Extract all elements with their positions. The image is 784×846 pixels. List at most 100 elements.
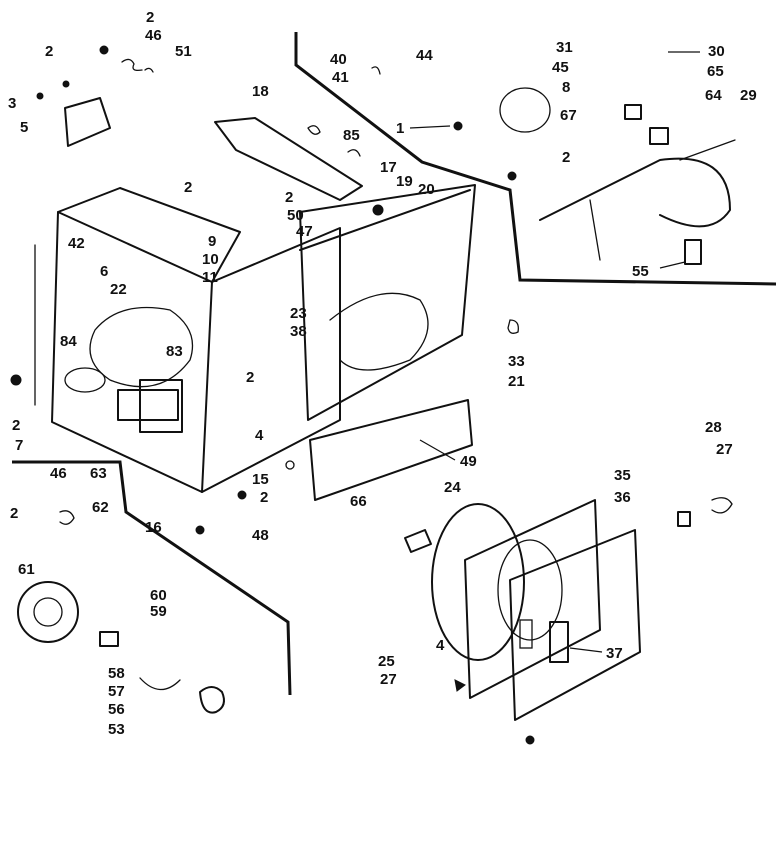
- callout-label: 62: [92, 499, 109, 516]
- callout-label: 85: [343, 127, 360, 144]
- callout-label: 36: [614, 489, 631, 506]
- callout-label: 35: [614, 467, 631, 484]
- callout-label: 17: [380, 159, 397, 176]
- hinge-part-28: [677, 511, 691, 527]
- leader-line-49: [419, 439, 456, 461]
- blower-wheel: [64, 367, 106, 393]
- screw-part-27: [525, 735, 535, 745]
- misc-small-parts: [10, 66, 384, 535]
- hinge-group-right: [677, 497, 733, 527]
- timer-knob-inner: [33, 597, 63, 627]
- screw-part-16: [195, 525, 205, 535]
- screw-part-1: [453, 121, 463, 131]
- callout-label: 38: [290, 323, 307, 340]
- callout-label: 58: [108, 665, 125, 682]
- connector-part-67: [624, 104, 642, 120]
- callouts: 2 46 51 2 3 5 40 41 44 31 45 30 65 8 64 …: [8, 9, 757, 738]
- cabinet-side-edge: [201, 227, 341, 493]
- front-panel: [299, 184, 476, 421]
- callout-label: 4: [255, 427, 264, 444]
- door-window: [497, 539, 563, 641]
- clip-part-17: [347, 149, 361, 157]
- callout-label: 21: [508, 373, 525, 390]
- cabinet-top-lid: [214, 117, 363, 201]
- washer-part-15: [285, 460, 295, 470]
- cabinet-group: [34, 117, 363, 493]
- screw-part-2c: [507, 171, 517, 181]
- door-inner-panel-part-35: [464, 499, 601, 699]
- callout-label: 44: [416, 47, 433, 64]
- callout-label: 42: [68, 235, 85, 252]
- front-panel-group: [299, 184, 519, 501]
- cabinet-top-edge: [57, 187, 241, 283]
- door-strike: [519, 619, 533, 649]
- callout-label: 46: [145, 27, 162, 44]
- callout-label: 28: [705, 419, 722, 436]
- callout-label: 2: [184, 179, 192, 196]
- callout-label: 46: [50, 465, 67, 482]
- callout-label: 33: [508, 353, 525, 370]
- leader-lines: [409, 51, 700, 653]
- front-panel-top-strip: [299, 189, 471, 251]
- wire-branch-1: [589, 199, 601, 261]
- hinge-part-4: [454, 679, 466, 692]
- callout-label: 2: [562, 149, 570, 166]
- callout-label: 84: [60, 333, 77, 350]
- callout-label: 50: [287, 207, 304, 224]
- callout-label: 60: [150, 587, 167, 604]
- section-border-top: [294, 32, 777, 286]
- terminal-block-part-64: [649, 127, 669, 145]
- motor-block: [117, 389, 179, 421]
- callout-label: 30: [708, 43, 725, 60]
- door-handle-part-37: [549, 621, 569, 663]
- door-outer-panel-part-36: [509, 529, 641, 721]
- screw-part-2: [99, 45, 109, 55]
- callout-label: 5: [20, 119, 28, 136]
- wire-branch-2: [679, 139, 736, 161]
- bracket-part-5: [64, 97, 111, 147]
- callout-label: 37: [606, 645, 623, 662]
- callout-label: 41: [332, 69, 349, 86]
- callout-label: 2: [246, 369, 254, 386]
- switch-part-55: [684, 239, 702, 265]
- callout-label: 48: [252, 527, 269, 544]
- callout-label: 4: [436, 637, 445, 654]
- callout-label: 59: [150, 603, 167, 620]
- motor-housing: [139, 379, 183, 433]
- callout-label: 8: [562, 79, 570, 96]
- screw-part-3: [36, 92, 44, 100]
- wire-harness-main: [539, 157, 731, 228]
- control-knob-part-53: [199, 686, 225, 714]
- callout-label: 55: [632, 263, 649, 280]
- door-gasket-part-25: [431, 503, 525, 661]
- callout-label: 2: [285, 189, 293, 206]
- callout-label: 61: [18, 561, 35, 578]
- callout-label: 63: [90, 465, 107, 482]
- callout-label: 2: [10, 505, 18, 522]
- callout-label: 67: [560, 107, 577, 124]
- callout-label: 2: [45, 43, 53, 60]
- callout-label: 47: [296, 223, 313, 240]
- screw-part-48: [237, 490, 247, 500]
- callout-label: 15: [252, 471, 269, 488]
- wiring-harness-group: [453, 87, 736, 265]
- screw-part-2b: [62, 80, 70, 88]
- callout-label: 45: [552, 59, 569, 76]
- callout-label: 7: [15, 437, 23, 454]
- leader-line-55: [659, 261, 686, 269]
- hook-part-40: [371, 66, 381, 75]
- clip-part-46: [121, 58, 143, 72]
- callout-label: 27: [380, 671, 397, 688]
- coiled-cord: [499, 87, 551, 133]
- callout-label: 27: [716, 441, 733, 458]
- callout-label: 2: [146, 9, 154, 26]
- callout-label: 65: [707, 63, 724, 80]
- cam-part-58: [139, 677, 181, 691]
- leader-line-1: [409, 125, 451, 129]
- callout-label: 22: [110, 281, 127, 298]
- callout-label: 29: [740, 87, 757, 104]
- callout-label: 2: [260, 489, 268, 506]
- callout-label: 57: [108, 683, 125, 700]
- cabinet-front-panel: [51, 211, 213, 493]
